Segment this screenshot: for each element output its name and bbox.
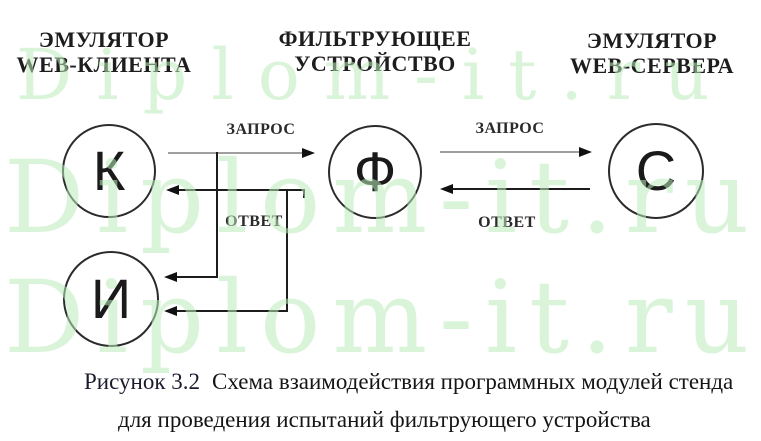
label-request-left: ЗАПРОС <box>226 121 296 138</box>
node-filter-circle: Ф <box>328 125 422 219</box>
arrowhead-left-icon <box>164 306 177 316</box>
response-left-line <box>179 189 305 191</box>
request-branch-vline <box>216 152 218 278</box>
response-left-end-tick <box>303 189 305 198</box>
node-client-letter: К <box>92 139 126 202</box>
arrowhead-left-icon <box>166 185 179 195</box>
header-web-server-line2: WEB-СЕРВЕРА <box>569 53 735 78</box>
request-left-line <box>168 152 304 154</box>
arrowhead-right-icon <box>579 147 592 157</box>
node-server-circle: С <box>608 123 704 219</box>
label-response-right: ОТВЕТ <box>478 214 536 231</box>
arrowhead-left-icon <box>440 184 453 194</box>
label-response-left: ОТВЕТ <box>225 213 283 230</box>
header-web-server-line1: ЭМУЛЯТОР <box>586 28 718 53</box>
response-branch-hline <box>177 310 288 312</box>
arrowhead-right-icon <box>302 148 315 158</box>
node-client-circle: К <box>62 124 156 218</box>
header-web-client: ЭМУЛЯТОР WEB-КЛИЕНТА <box>4 27 204 77</box>
node-tester-letter: И <box>90 267 132 330</box>
node-server-letter: С <box>635 139 677 202</box>
figure-caption-line1: Рисунок 3.2 Схема взаимодействия программ… <box>84 369 733 395</box>
node-tester-circle: И <box>63 251 159 347</box>
node-filter-letter: Ф <box>353 140 397 203</box>
figure-number: Рисунок 3.2 <box>84 369 200 394</box>
figure-caption-line2: для проведения испытаний фильтрующего ус… <box>118 407 651 432</box>
header-web-client-line2: WEB-КЛИЕНТА <box>16 52 192 77</box>
request-branch-hline <box>177 276 218 278</box>
header-filter-device: ФИЛЬТРУЮЩЕЕ УСТРОЙСТВО <box>275 26 475 76</box>
response-branch-vline <box>286 189 288 312</box>
request-right-line <box>440 151 580 153</box>
arrowhead-left-icon <box>164 272 177 282</box>
figure-caption-text: Схема взаимодействия программных модулей… <box>212 369 734 394</box>
header-web-client-line1: ЭМУЛЯТОР <box>38 27 170 52</box>
header-filter-device-line1: ФИЛЬТРУЮЩЕЕ <box>278 26 472 51</box>
header-web-server: ЭМУЛЯТОР WEB-СЕРВЕРА <box>552 28 752 78</box>
header-filter-device-line2: УСТРОЙСТВО <box>294 51 456 76</box>
response-right-line <box>453 188 590 190</box>
label-request-right: ЗАПРОС <box>475 120 545 137</box>
